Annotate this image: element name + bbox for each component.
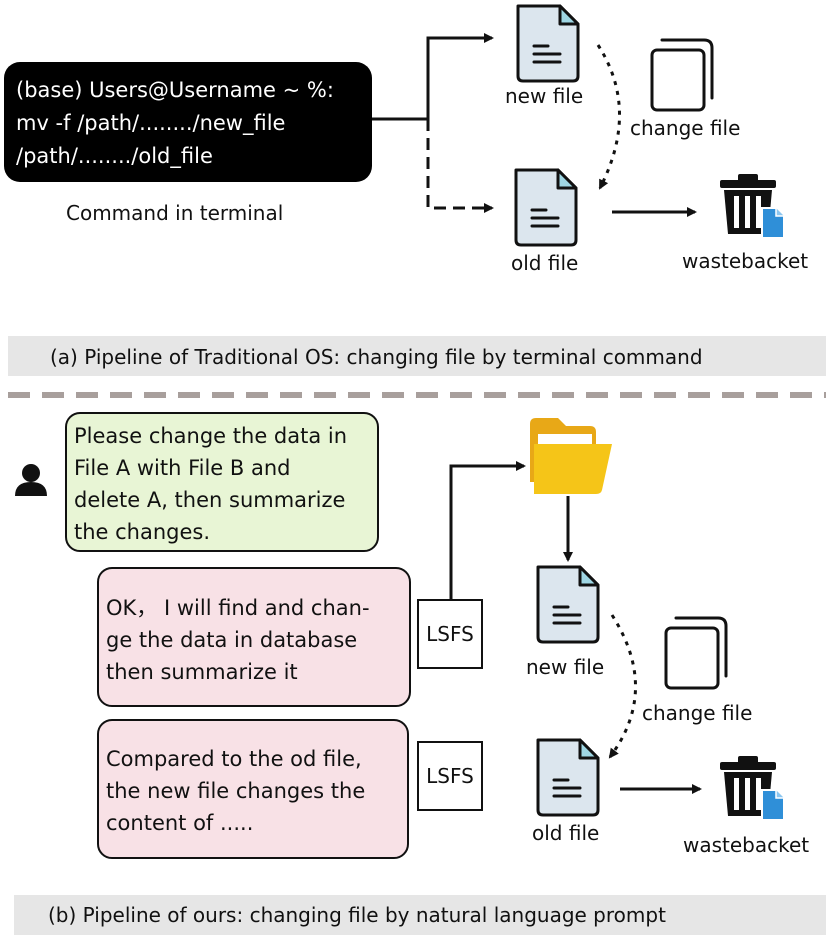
change-arrow-b [608,614,637,759]
wastebasket-label: wastebacket [682,249,808,273]
lsfs-box-1 [417,599,483,669]
response2-line-1: Compared to the od file, [106,747,362,771]
caption-b-bar [14,895,826,935]
terminal-line-2: mv -f /path/......../new_file [16,111,285,136]
response-bubble-1 [97,567,411,707]
old-file-label: old file [511,251,578,275]
arrow-to-new-file [426,33,494,119]
new-file-label-b: new file [526,655,604,679]
response1-line-2: ge the data in database [106,628,357,652]
arrow-to-folder [449,461,526,600]
change-file-label-b: change file [642,701,752,725]
part-b: Please change the data in File A with Fi… [14,412,826,935]
terminal-caption: Command in terminal [66,201,283,225]
prompt-line-2: File A with File B and [74,456,291,480]
old-file-icon [514,168,578,247]
copy-file-icon-b [664,616,728,690]
copy-file-icon [650,38,714,112]
folder-icon [530,418,612,494]
terminal-box [4,62,372,182]
terminal-line-3: /path/......../old_file [16,144,213,169]
trash-icon-b [719,755,785,821]
old-file-label-b: old file [532,821,599,845]
response1-line-3: then summarize it [106,660,298,684]
old-file-icon-b [536,738,600,817]
new-file-label: new file [505,84,583,108]
new-file-icon-b [536,565,600,644]
caption-b: (b) Pipeline of ours: changing file by n… [48,903,666,927]
change-arrow [596,44,621,190]
caption-a-bar [8,336,826,376]
part-a: (base) Users@Username ~ %: mv -f /path/.… [4,4,826,376]
wastebasket-label-b: wastebacket [683,833,809,857]
response-bubble-2 [97,719,409,859]
user-prompt-bubble [65,412,379,552]
caption-a: (a) Pipeline of Traditional OS: changing… [50,345,703,369]
lsfs-label-2: LSFS [426,764,474,788]
trash-icon [719,173,785,239]
lsfs-box-2 [417,741,483,811]
lsfs-label-1: LSFS [426,622,474,646]
prompt-line-4: the changes. [74,520,210,544]
terminal-line-1: (base) Users@Username ~ %: [16,78,334,102]
change-file-label: change file [630,116,740,140]
prompt-line-3: delete A, then summarize [74,488,345,512]
response2-line-3: content of ..... [106,811,253,835]
response2-line-2: the new file changes the [106,779,365,803]
user-avatar [15,464,47,496]
dashed-arrow-to-old-file [426,119,494,213]
response1-line-1: OK， I will find and chan- [106,596,370,620]
prompt-line-1: Please change the data in [74,424,347,448]
new-file-icon [516,4,580,83]
